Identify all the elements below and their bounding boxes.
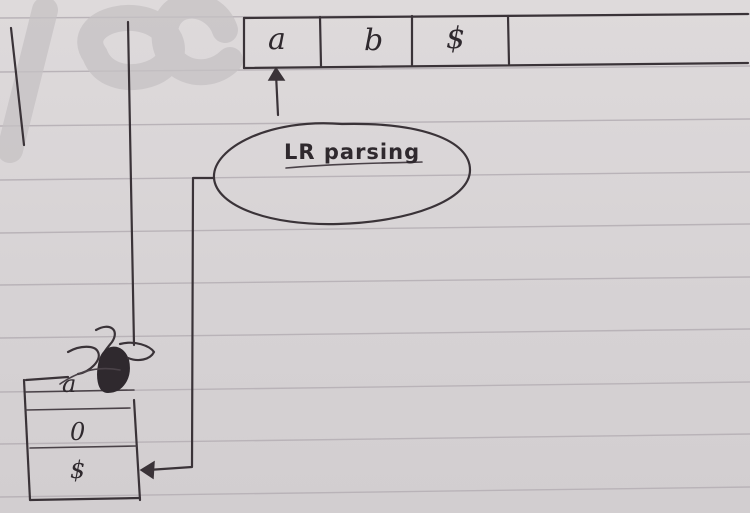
parser-stack-connector: [139, 176, 216, 480]
stack-item-dollar: $: [70, 456, 86, 484]
input-cell-1: a: [268, 22, 286, 57]
stack-item-0: 0: [70, 418, 86, 446]
input-buffer-frame: [242, 12, 750, 70]
input-cell-2: b: [364, 23, 384, 58]
input-cell-3: $: [446, 21, 466, 56]
stack-item-a: a: [62, 370, 77, 398]
input-pointer-arrow: [267, 66, 286, 117]
stack-frame: [9, 20, 142, 502]
watermark: [0, 0, 243, 163]
crossed-out-symbol: [59, 325, 156, 394]
parser-ellipse: [212, 122, 472, 226]
parser-label: LR parsing: [284, 140, 421, 164]
